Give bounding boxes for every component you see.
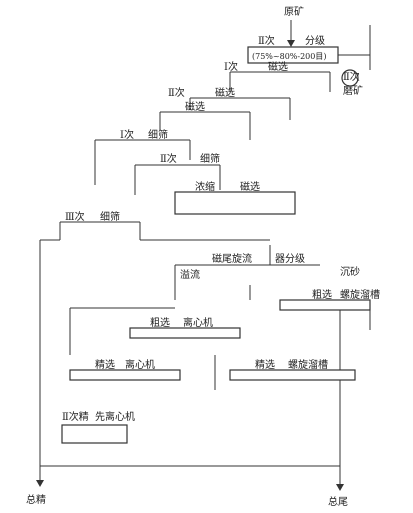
label-mag-sep-3: 磁选 (185, 100, 205, 113)
label-spiral-chute-2: 螺旋溜槽 (288, 358, 328, 371)
label-stage2-conc: Ⅱ次精 (62, 410, 89, 423)
arrow (336, 484, 344, 491)
label-fine-screen-3: 细筛 (100, 210, 120, 223)
centrifuge-2-box (69, 369, 181, 381)
arrow (287, 40, 295, 47)
label-centrifuge-1: 离心机 (183, 316, 213, 329)
label-spiral-chute-1: 螺旋溜槽 (340, 288, 380, 301)
label-stage2-b: Ⅱ次 (168, 86, 185, 99)
label-fine-2: 精选 (255, 358, 275, 371)
spiral-chute-2-box (229, 369, 356, 381)
label-fine-1: 精选 (95, 358, 115, 371)
label-stage1-b: Ⅰ次 (120, 128, 134, 141)
label-first-centrifuge: 先离心机 (95, 410, 135, 423)
label-mag-sep-4: 磁选 (240, 180, 260, 193)
label-thicken: 浓缩 (195, 180, 215, 193)
label-fine-screen-2: 细筛 (200, 152, 220, 165)
arrow (36, 480, 44, 487)
label-classifier: 器分级 (275, 253, 305, 265)
first-centrifuge-box (61, 424, 128, 444)
label-grind-spec: (75%~80%-200目) (252, 52, 326, 61)
grind-mill-circle (341, 69, 359, 87)
label-rough-2: 粗选 (150, 316, 170, 329)
label-centrifuge-2: 离心机 (125, 358, 155, 371)
label-stage2-top: Ⅱ次 (258, 34, 275, 47)
label-total-conc: 总精 (26, 493, 46, 506)
centrifuge-1-box (129, 327, 241, 339)
label-sand: 沉砂 (340, 265, 360, 278)
label-fine-screen-1: 细筛 (148, 128, 168, 141)
label-stage2-c: Ⅱ次 (160, 152, 177, 165)
label-raw-ore: 原矿 (284, 5, 304, 18)
label-stage3: Ⅲ次 (65, 210, 85, 223)
label-mag-sep-1: 磁选 (268, 60, 288, 73)
spiral-chute-1-box (279, 299, 371, 311)
thicken-box (174, 191, 296, 215)
label-stage1: Ⅰ次 (224, 60, 238, 73)
label-overflow: 溢流 (180, 268, 200, 281)
label-total-tail: 总尾 (328, 495, 348, 508)
label-grind-ore: 磨矿 (343, 84, 363, 97)
label-classify: 分级 (305, 35, 325, 47)
label-stage2-grind: Ⅱ次 (343, 70, 360, 83)
label-mag-tail-cyclone: 磁尾旋流 (212, 252, 252, 265)
label-mag-sep-2: 磁选 (215, 86, 235, 99)
label-rough-1: 粗选 (312, 288, 332, 301)
